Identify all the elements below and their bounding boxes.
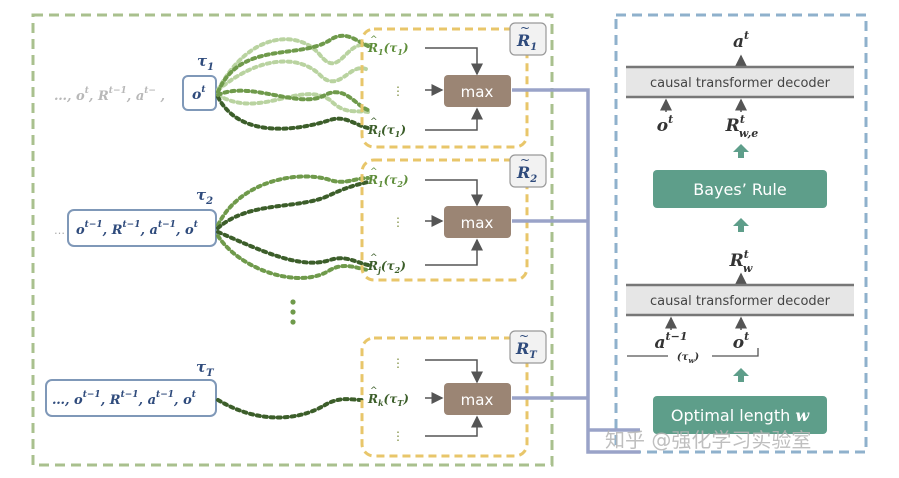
decoder-top-label: causal transformer decoder	[650, 76, 831, 91]
group-T-dots-bottom: ⋮	[392, 429, 404, 443]
group-T-tag	[509, 330, 547, 364]
reward-group-2: R2 ~ R1(τ2) ^ Rj(τ2) ^ ⋮ max	[360, 153, 547, 282]
trajectory-1: τ1 …, ot, Rt−1, at− , ot	[54, 52, 217, 111]
trajectory-T-wiring	[216, 397, 364, 420]
svg-text:…: …	[54, 224, 65, 237]
vertical-ellipsis	[290, 299, 296, 325]
max-label-T: max	[461, 391, 494, 409]
reward-group-1: R1 ~ R1(τ1) ^ Ri(τ1) ^ ⋮ max	[360, 21, 547, 149]
group-2-top-reward: R1(τ2)	[367, 173, 409, 189]
trajectory-1-wiring	[216, 33, 370, 131]
group-T-dots-top: ⋮	[392, 356, 404, 370]
svg-text:^: ^	[370, 386, 378, 396]
tau-w-bracket	[627, 348, 759, 357]
max-box-T	[444, 383, 511, 415]
group-1-tag	[509, 22, 547, 56]
decoder-top: causal transformer decoder	[626, 65, 854, 99]
group-1-tag-text: R1	[516, 31, 537, 53]
svg-text:^: ^	[370, 117, 378, 127]
decoder-bottom-input-action: at−1	[655, 330, 688, 353]
bayes-rule-box: Bayes’ Rule	[653, 170, 827, 208]
reward-group-T: RT ~ ⋮ Rk(τT) ^ ⋮ max	[360, 329, 547, 458]
teal-arrow-2	[733, 218, 749, 232]
svg-text:^: ^	[370, 253, 378, 263]
group-2-tag	[509, 154, 547, 188]
tau-2-history: ot−1, Rt−1, at−1, ot	[76, 220, 199, 238]
tau-1-history: …, ot, Rt−1, at− ,	[54, 86, 165, 104]
tau-1-label: τ1	[197, 52, 214, 73]
group-1-dots: ⋮	[392, 84, 404, 98]
output-action: at	[733, 29, 749, 52]
group-1-bottom-reward: Ri(τ1)	[367, 123, 406, 139]
watermark: 知乎 @强化学习实验室	[605, 428, 811, 452]
left-panel-frame	[31, 13, 554, 467]
trajectory-2-wiring	[216, 174, 370, 280]
tau-2-label: τ2	[196, 186, 213, 207]
group-2-dots: ⋮	[392, 215, 404, 229]
svg-text:~: ~	[520, 21, 530, 35]
group-T-tag-text: RT	[515, 339, 538, 361]
bayes-rule-label: Bayes’ Rule	[693, 180, 786, 199]
optimal-length-label: Optimal length w	[671, 406, 810, 425]
group-T-mid-reward: Rk(τT)	[367, 392, 409, 408]
svg-text:~: ~	[520, 153, 530, 167]
max-label-2: max	[461, 214, 494, 232]
tau-T-label: τT	[196, 358, 215, 379]
tau-T-history: …, ot−1, Rt−1, at−1, ot	[52, 390, 197, 408]
max-connectors	[512, 88, 640, 454]
trajectory-2: τ2 … ot−1, Rt−1, at−1, ot	[54, 186, 217, 247]
svg-text:~: ~	[519, 329, 529, 343]
tau-1-current-box	[182, 75, 217, 111]
trajectory-T: τT …, ot−1, Rt−1, at−1, ot	[45, 358, 217, 417]
group-1-top-reward: R1(τ1)	[367, 41, 409, 57]
tau-1-current-obs: ot	[192, 85, 206, 103]
max-label-1: max	[461, 83, 494, 101]
tau-w-label: (τw)	[677, 352, 700, 365]
decoder-bottom: causal transformer decoder	[626, 283, 854, 317]
decoder-top-input-obs: ot	[657, 113, 673, 136]
optimal-length-box: Optimal length w	[653, 396, 827, 434]
decoder-bottom-label: causal transformer decoder	[650, 294, 831, 309]
teal-arrow-3	[733, 368, 749, 382]
decoder-bottom-input-obs: ot	[733, 330, 749, 353]
max-box-2	[444, 206, 511, 238]
svg-text:^: ^	[370, 35, 378, 45]
tau-T-box	[45, 379, 217, 417]
group-2-tag-text: R2	[516, 163, 537, 185]
svg-text:^: ^	[370, 167, 378, 177]
right-panel-frame	[614, 13, 868, 454]
group-2-bottom-reward: Rj(τ2)	[367, 259, 406, 275]
max-box-1	[444, 75, 511, 107]
teal-arrow-1	[733, 144, 749, 158]
